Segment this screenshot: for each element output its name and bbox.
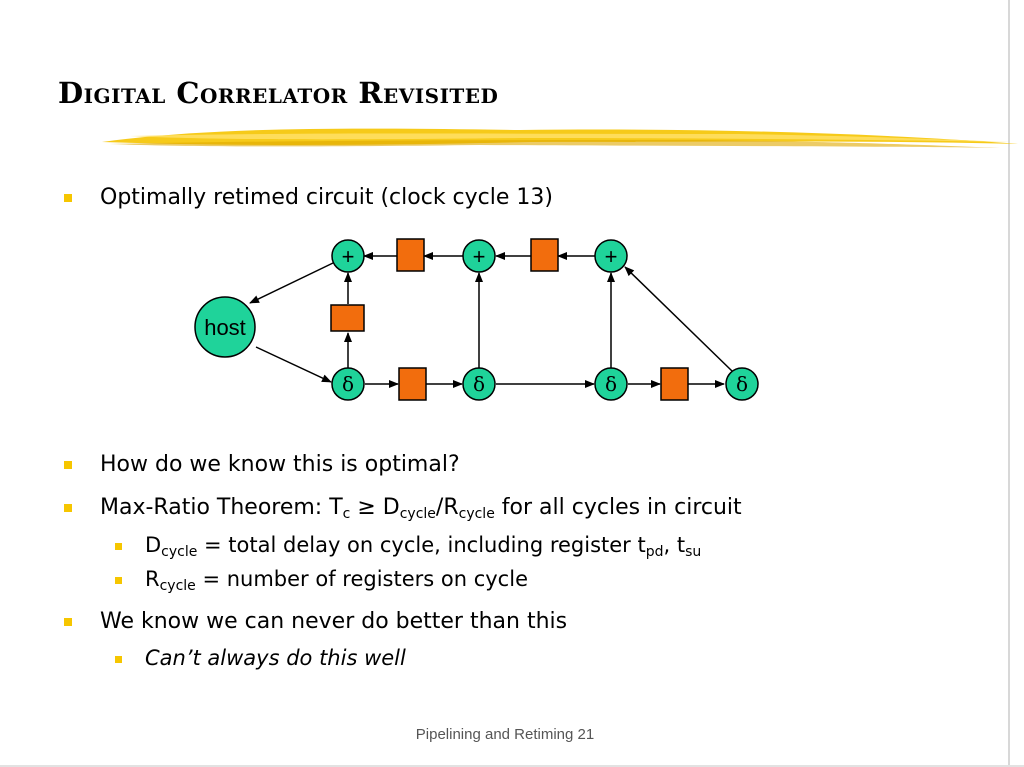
theorem-text: Max-Ratio Theorem: T [100, 495, 343, 520]
adder-label: + [605, 244, 618, 269]
bullet-marker [64, 618, 72, 626]
theorem-sub: cycle [399, 506, 436, 522]
title-underline-brushstroke [102, 128, 1020, 148]
adder-label: + [473, 244, 486, 269]
dcycle-sub: cycle [161, 544, 198, 560]
delay-node-3: δ [594, 367, 628, 401]
register-5 [660, 367, 689, 401]
bullet-how-know-optimal: How do we know this is optimal? [100, 452, 460, 477]
bullet-marker [64, 194, 72, 202]
register-2 [530, 238, 559, 272]
register-3 [330, 304, 365, 332]
dcycle-sub: su [685, 544, 702, 560]
dcycle-sub: pd [645, 544, 664, 560]
bullet-never-better: We know we can never do better than this [100, 609, 568, 634]
delay-label: δ [473, 372, 485, 396]
bullet-marker [64, 461, 72, 469]
register-1 [396, 238, 425, 272]
sub-bullet-marker [115, 543, 122, 550]
theorem-sub: c [342, 506, 351, 522]
rcycle-sub: cycle [159, 578, 196, 594]
bullet-dcycle-definition: Dcycle = total delay on cycle, including… [145, 533, 702, 560]
edge-delta4-to-plus3 [624, 266, 733, 372]
delay-label: δ [736, 372, 748, 396]
dcycle-text: D [145, 533, 162, 557]
delay-label: δ [605, 372, 617, 396]
adder-node-2: + [462, 239, 496, 273]
adder-node-1: + [331, 239, 365, 273]
edge-plus1-to-host [249, 262, 334, 304]
adder-label: + [342, 244, 355, 269]
slide-title: Digital Correlator Revisited [58, 76, 499, 110]
theorem-text: ≥ D [350, 495, 400, 520]
slide-footer: Pipelining and Retiming 21 [415, 726, 595, 743]
host-label: host [204, 315, 246, 340]
host-node: host [194, 296, 256, 358]
rcycle-text: R [145, 567, 160, 591]
delay-node-1: δ [331, 367, 365, 401]
bullet-marker [64, 504, 72, 512]
bullet-cant-always: Can’t always do this well [145, 646, 406, 670]
slide-right-edge [1008, 0, 1010, 767]
bullet-rcycle-definition: Rcycle = number of registers on cycle [145, 567, 528, 594]
delay-node-4: δ [725, 367, 759, 401]
edge-host-to-delta1 [255, 346, 332, 383]
theorem-sub: cycle [458, 506, 495, 522]
delay-label: δ [342, 372, 354, 396]
slide-bottom-edge [0, 765, 1024, 767]
register-4 [398, 367, 427, 401]
bullet-max-ratio-theorem: Max-Ratio Theorem: Tc ≥ Dcycle/Rcycle fo… [100, 495, 742, 522]
host-node-circle [194, 296, 256, 358]
rcycle-text: = number of registers on cycle [195, 567, 528, 591]
sub-bullet-marker [115, 577, 122, 584]
bullet-optimally-retimed: Optimally retimed circuit (clock cycle 1… [100, 185, 553, 210]
sub-bullet-marker [115, 656, 122, 663]
dcycle-text: = total delay on cycle, including regist… [197, 533, 646, 557]
adder-node-3: + [594, 239, 628, 273]
dcycle-text: , t [663, 533, 686, 557]
theorem-text: /R [435, 495, 459, 520]
theorem-text: for all cycles in circuit [494, 495, 742, 520]
delay-node-2: δ [462, 367, 496, 401]
